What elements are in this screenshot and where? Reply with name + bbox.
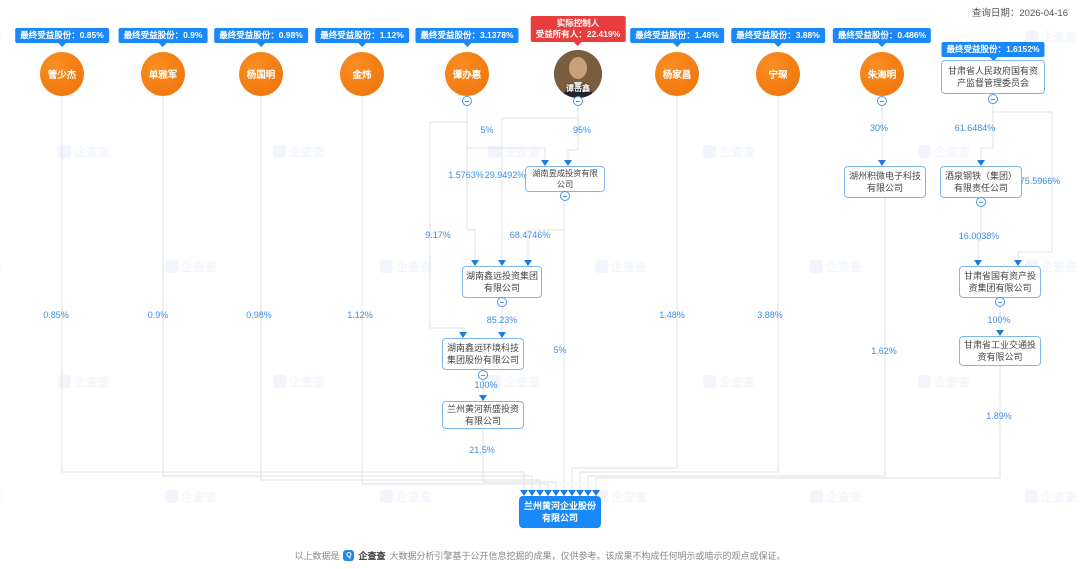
edge-label: 5%: [553, 345, 567, 355]
collapse-button[interactable]: [573, 96, 583, 106]
qichacha-logo-icon: Q: [343, 550, 355, 561]
person-node[interactable]: 宁琛: [756, 52, 800, 96]
company-box-jiwei[interactable]: 湖州积微电子科技有限公司: [844, 166, 926, 198]
query-date: 查询日期：2026-04-16: [971, 8, 1068, 19]
benefit-badge: 最终受益股份：0.98%: [214, 28, 308, 44]
company-box-gongjiao[interactable]: 甘肃省工业交通投资有限公司: [959, 336, 1041, 366]
benefit-badge: 最终受益股份：3.1378%: [415, 28, 519, 44]
benefit-badge: 最终受益股份：0.9%: [118, 28, 208, 44]
edge-label: 0.98%: [246, 310, 272, 320]
edge-label: 1.5763%: [448, 170, 484, 180]
footer-disclaimer: 以上数据是 Q 企查查 大数据分析引擎基于公开信息挖掘的成果，仅供参考。该成果不…: [0, 549, 1080, 562]
actual-controller-line2: 受益所有人：22.419%: [535, 29, 621, 40]
actual-controller-badge: 实际控制人 受益所有人：22.419%: [530, 16, 626, 43]
edge-label: 21.5%: [469, 445, 495, 455]
edge-label: 85.23%: [486, 315, 518, 325]
controller-photo[interactable]: 谭岳鑫: [554, 50, 602, 98]
benefit-badge: 最终受益股份：0.486%: [832, 28, 932, 44]
collapse-button[interactable]: [995, 297, 1005, 307]
footer-brand: 企查查: [358, 551, 386, 561]
edge-label: 30%: [869, 123, 889, 133]
person-node[interactable]: 金炜: [340, 52, 384, 96]
company-box-yucheng[interactable]: 湖南昱成投资有限公司: [525, 166, 605, 192]
collapse-button[interactable]: [478, 370, 488, 380]
portrait-graphic: [554, 50, 602, 98]
person-node[interactable]: 单雅军: [141, 52, 185, 96]
benefit-badge: 最终受益股份：1.6152%: [941, 42, 1045, 58]
actual-controller-line1: 实际控制人: [556, 18, 600, 28]
collapse-button[interactable]: [497, 297, 507, 307]
edge-label: 1.12%: [347, 310, 373, 320]
company-box-guotou[interactable]: 甘肃省国有资产投资集团有限公司: [959, 266, 1041, 298]
benefit-badge: 最终受益股份：1.12%: [315, 28, 409, 44]
edge-label: 5%: [480, 125, 494, 135]
person-node[interactable]: 朱海明: [860, 52, 904, 96]
benefit-badge: 最终受益股份：1.48%: [630, 28, 724, 44]
edge-label: 100%: [474, 380, 498, 390]
edge-label: 75.5966%: [1019, 176, 1061, 186]
company-box-xinyuan-invest[interactable]: 湖南鑫远投资集团有限公司: [462, 266, 542, 298]
edge-label: 1.62%: [871, 346, 897, 356]
edge-label: 0.85%: [43, 310, 69, 320]
edge-label: 3.88%: [757, 310, 783, 320]
edge-label: 100%: [987, 315, 1011, 325]
edge-label: 61.6484%: [954, 123, 996, 133]
collapse-button[interactable]: [976, 197, 986, 207]
company-box-xinsheng[interactable]: 兰州黄河新盛投资有限公司: [442, 401, 524, 429]
benefit-badge: 最终受益股份：3.88%: [731, 28, 825, 44]
company-box-gov[interactable]: 甘肃省人民政府国有资产监督管理委员会: [941, 60, 1045, 94]
collapse-button[interactable]: [560, 191, 570, 201]
edge-label: 1.48%: [659, 310, 685, 320]
footer-prefix: 以上数据是: [294, 551, 340, 561]
company-box-target[interactable]: 兰州黄河企业股份有限公司: [519, 496, 601, 528]
edge-label: 16.0038%: [958, 231, 1000, 241]
collapse-button[interactable]: [462, 96, 472, 106]
footer-suffix: 大数据分析引擎基于公开信息挖掘的成果，仅供参考。该成果不构成任何明示或暗示的观点…: [389, 551, 786, 561]
person-node[interactable]: 杨国明: [239, 52, 283, 96]
benefit-badge: 最终受益股份：0.85%: [15, 28, 109, 44]
person-node[interactable]: 管少杰: [40, 52, 84, 96]
edge-label: 68.4746%: [509, 230, 551, 240]
edge-label: 0.9%: [147, 310, 169, 320]
person-node[interactable]: 谭办惠: [445, 52, 489, 96]
company-box-jiugang[interactable]: 酒泉钢铁（集团）有限责任公司: [940, 166, 1022, 198]
person-node[interactable]: 杨家昌: [655, 52, 699, 96]
company-box-xinyuan-env[interactable]: 湖南鑫远环境科技集团股份有限公司: [442, 338, 524, 370]
edge-label: 9.17%: [425, 230, 451, 240]
edge-label: 29.9492%: [484, 170, 526, 180]
collapse-button[interactable]: [988, 94, 998, 104]
controller-name: 谭岳鑫: [566, 84, 590, 93]
edge-label: 95%: [572, 125, 592, 135]
collapse-button[interactable]: [877, 96, 887, 106]
edge-label: 1.89%: [986, 411, 1012, 421]
